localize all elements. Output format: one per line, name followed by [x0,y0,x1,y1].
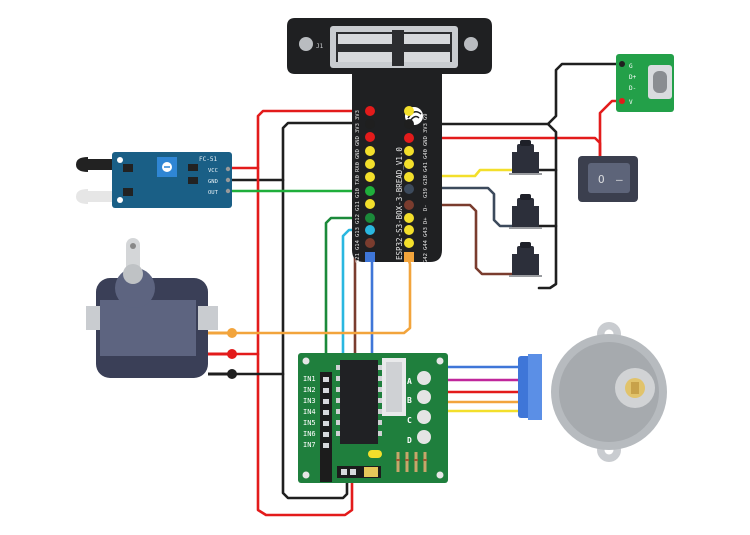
esp32-left-pin-dots [365,106,375,262]
usb-pin-dplus: D+ [629,74,637,81]
ir-pin-gnd: GND [208,179,218,185]
ir-sensor-title: FC-51 [199,156,217,163]
esp32-left-pin-7: G10 [355,188,361,198]
esp32-right-pin-10: G43 [423,227,429,237]
led-a-icon [417,371,431,385]
ir-receiver-icon [76,157,88,172]
esp32-right-pin-dots [404,106,414,262]
esp32-left-pin-3: GND [355,136,361,146]
esp32-board-label: ESP32-S3-BOX-3-BREAD_V1.0 [395,147,404,260]
esp32-right-pin-labels: G9 3V3 GND G40 G41 G38 G39 D- D+ G43 G44… [423,113,429,263]
wire-black-ir-gnd [230,121,371,182]
wire-red-driver-power [256,166,354,517]
esp32-right-pin-12: G42 [423,253,429,263]
wire-yellow-btn1 [406,168,514,178]
usb-pin-g: G [629,63,633,70]
ir-pin-vcc: VCC [208,168,218,174]
esp32-left-pin-1: 3V3 [355,110,361,120]
esp32-left-pin-12: G21 [355,253,361,263]
esp32-connector-ref: J1 [316,43,324,50]
wire-black-driver-gnd [281,178,349,500]
esp32-right-pin-5: G41 [423,162,429,172]
wire-black-buttons-bus [537,122,558,290]
esp32-top-plate [287,18,492,262]
led-d-icon [417,430,431,444]
led-b-label: B [407,396,412,405]
capacitor [368,450,382,458]
esp32-left-pin-11: G14 [355,239,361,250]
wire-black-usb-gnd [406,62,622,126]
driver-in5: IN5 [303,419,316,427]
esp32-mount-hole-right [464,37,478,51]
esp32-left-pin-labels: 3V3 3V3 GND GND RX0 TX0 G10 G11 G12 G13 … [355,110,361,263]
uln2003-chip [340,360,378,444]
esp32-right-pin-7: G39 [423,188,429,198]
esp32-right-pin-2: 3V3 [423,123,429,133]
push-button-3 [509,242,542,277]
esp32-right-pin-9: D+ [423,217,429,224]
driver-in7: IN7 [303,441,316,449]
led-a-label: A [407,377,412,386]
usb-pin-dminus: D- [629,85,636,92]
esp32-right-pin-8: D- [423,204,429,211]
push-button-1 [509,140,542,175]
esp32-right-pin-6: G38 [423,175,429,185]
resistor-array [396,452,427,472]
esp32-right-pin-3: GND [423,136,429,146]
stepper-motor [518,322,667,462]
servo-pin-power [227,349,237,359]
esp32-left-pin-4: GND [355,149,361,159]
esp32-left-pin-5: RX0 [355,162,361,172]
driver-in3: IN3 [303,397,316,405]
esp32-left-pin-2: 3V3 [355,123,361,133]
push-button-2 [509,194,542,229]
led-b-icon [417,390,431,404]
usb-pin-v: V [629,99,633,106]
esp32-left-pin-8: G11 [355,201,361,211]
usb-c-breakout: G D+ D- V [616,54,674,112]
driver-in2: IN2 [303,386,316,394]
servo-motor [86,238,237,379]
esp32-left-pin-9: G12 [355,214,361,224]
driver-input-pins [323,377,329,448]
driver-in4: IN4 [303,408,316,416]
esp32-right-pin-4: G40 [423,149,429,159]
switch-off-symbol: O [598,173,605,186]
esp32-mount-hole-left [299,37,313,51]
driver-in1: IN1 [303,375,316,383]
wire-brown-btn3 [406,203,514,276]
switch-on-symbol: – [616,173,623,186]
servo-pin-ground [227,369,237,379]
esp32-right-pin-1: G9 [423,113,429,120]
led-c-icon [417,410,431,424]
led-d-label: D [407,436,412,445]
driver-in6: IN6 [303,430,316,438]
esp32-board: J1 ESP32-S3-BOX-3-BREAD_V1.0 [287,18,492,262]
ir-emitter-icon [76,189,88,204]
servo-pin-signal [227,328,237,338]
wire-red-ir-vcc [230,109,371,170]
led-c-label: C [407,416,412,425]
esp32-left-pin-10: G13 [355,227,361,237]
stepper-driver-board: IN1 IN2 IN3 IN4 IN5 IN6 IN7 A B C D [298,353,448,483]
ir-pin-out: OUT [208,190,219,196]
wire-slate-btn2 [406,186,514,228]
esp32-right-pin-11: G44 [423,239,429,250]
esp32-left-pin-6: TX0 [355,175,361,185]
rocker-switch: O – [578,156,638,202]
ir-sensor-module: FC-51 VCC GND OUT [76,152,232,208]
